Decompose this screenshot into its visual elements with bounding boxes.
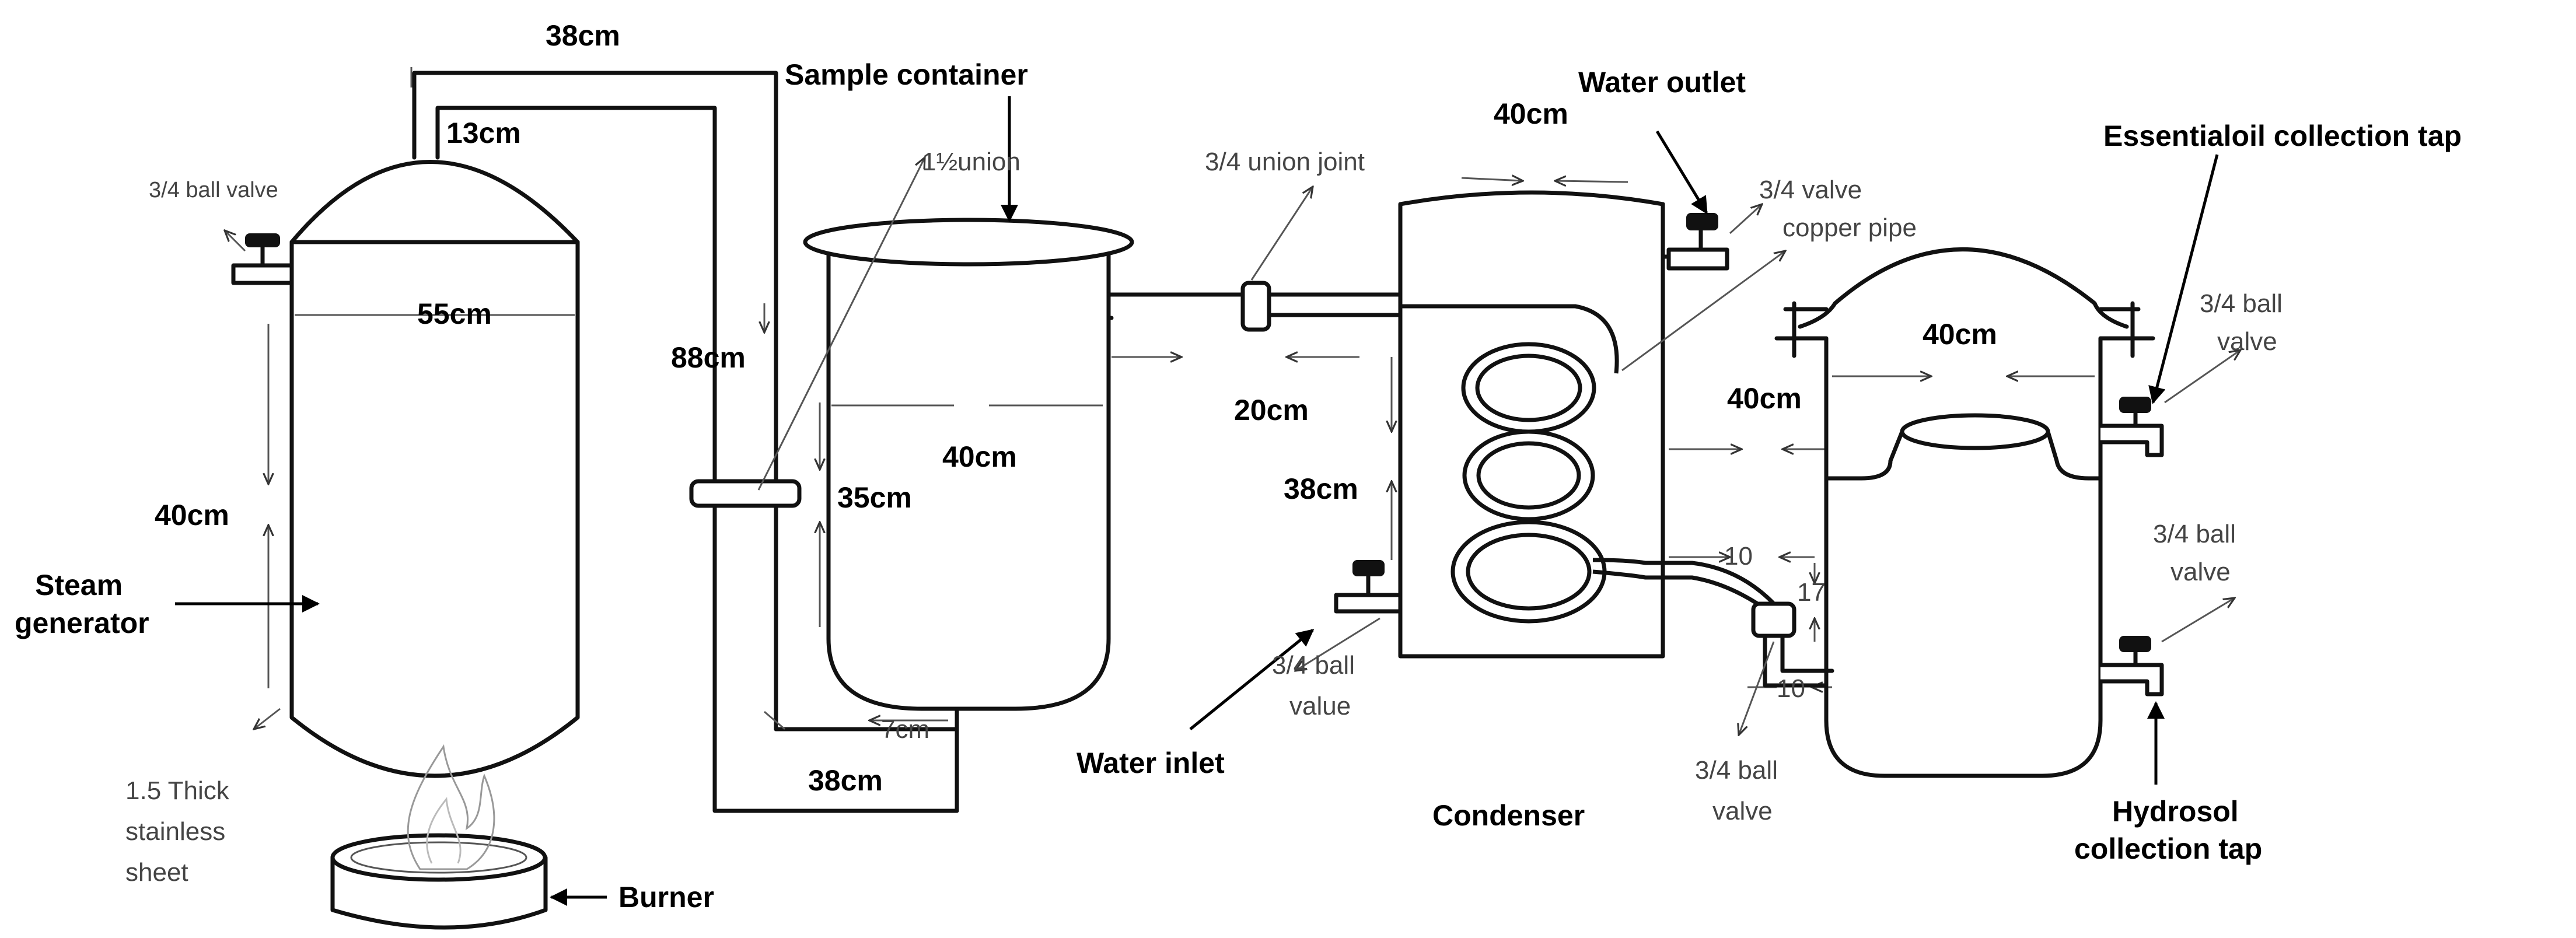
label-hydrosol-1: Hydrosol xyxy=(2112,795,2239,828)
label-hydrosol-valve-1: 3/4 ball xyxy=(2153,520,2236,548)
condenser xyxy=(1189,130,1832,730)
label-oil-valve-1: 3/4 ball xyxy=(2200,289,2283,318)
label-burner: Burner xyxy=(618,881,714,914)
label-union-joint: 3/4 union joint xyxy=(1205,148,1365,176)
label-separator-valve-1: 3/4 ball xyxy=(1695,756,1778,785)
label-thick-2: stainless xyxy=(125,817,225,846)
label-water-outlet: Water outlet xyxy=(1578,66,1746,99)
label-valve: 3/4 valve xyxy=(1759,176,1862,204)
label-hydrosol-valve-2: valve xyxy=(2170,558,2231,586)
burner xyxy=(330,744,607,930)
label-condenser-40: 40cm xyxy=(1494,97,1568,130)
label-essential-oil-tap: Essentialoil collection tap xyxy=(2103,120,2462,152)
label-generator-55: 55cm xyxy=(417,298,492,330)
label-condenser-38: 38cm xyxy=(1284,473,1358,505)
label-20cm: 20cm xyxy=(1234,394,1309,426)
label-10-top: 10 xyxy=(1724,542,1753,570)
label-ball-valve-left: 3/4 ball valve xyxy=(149,178,278,202)
sample-container xyxy=(757,96,1248,711)
steam-generator xyxy=(225,160,580,778)
label-sample-container: Sample container xyxy=(785,58,1028,91)
label-separator-valve-2: valve xyxy=(1712,797,1773,825)
label-inlet-value-2: value xyxy=(1289,692,1351,720)
steam-pipe xyxy=(410,67,959,813)
label-condenser: Condenser xyxy=(1432,799,1585,832)
label-bottom-pipe-38: 38cm xyxy=(808,764,883,797)
flame-icon xyxy=(407,744,495,870)
label-10-bottom: 10 xyxy=(1777,674,1805,703)
label-7cm: 7cm xyxy=(881,715,929,744)
label-top-pipe-38: 38cm xyxy=(546,19,620,52)
label-hydrosol-2: collection tap xyxy=(2074,832,2262,865)
copper-coil xyxy=(1400,304,1778,624)
label-inlet-value-1: 3/4 ball xyxy=(1272,651,1355,680)
label-steam: Steam xyxy=(35,569,123,601)
vapor-pipe xyxy=(1112,187,1403,560)
label-13cm: 13cm xyxy=(446,117,521,149)
label-88cm: 88cm xyxy=(671,341,746,374)
label-generator: generator xyxy=(15,607,149,639)
label-sample-40: 40cm xyxy=(942,440,1017,473)
label-separator-40-side: 40cm xyxy=(1727,382,1802,415)
label-17: 17 xyxy=(1797,578,1826,607)
label-separator-40-top: 40cm xyxy=(1923,318,1997,351)
label-oil-valve-2: valve xyxy=(2217,327,2277,356)
label-copper-pipe: copper pipe xyxy=(1782,214,1917,242)
label-thick-3: sheet xyxy=(125,858,188,887)
label-water-inlet: Water inlet xyxy=(1076,747,1225,779)
label-union: 1½union xyxy=(922,148,1020,176)
label-sample-35: 35cm xyxy=(837,481,912,514)
separator xyxy=(1739,154,2241,785)
label-thick-1: 1.5 Thick xyxy=(125,776,230,805)
label-generator-40: 40cm xyxy=(155,499,229,531)
